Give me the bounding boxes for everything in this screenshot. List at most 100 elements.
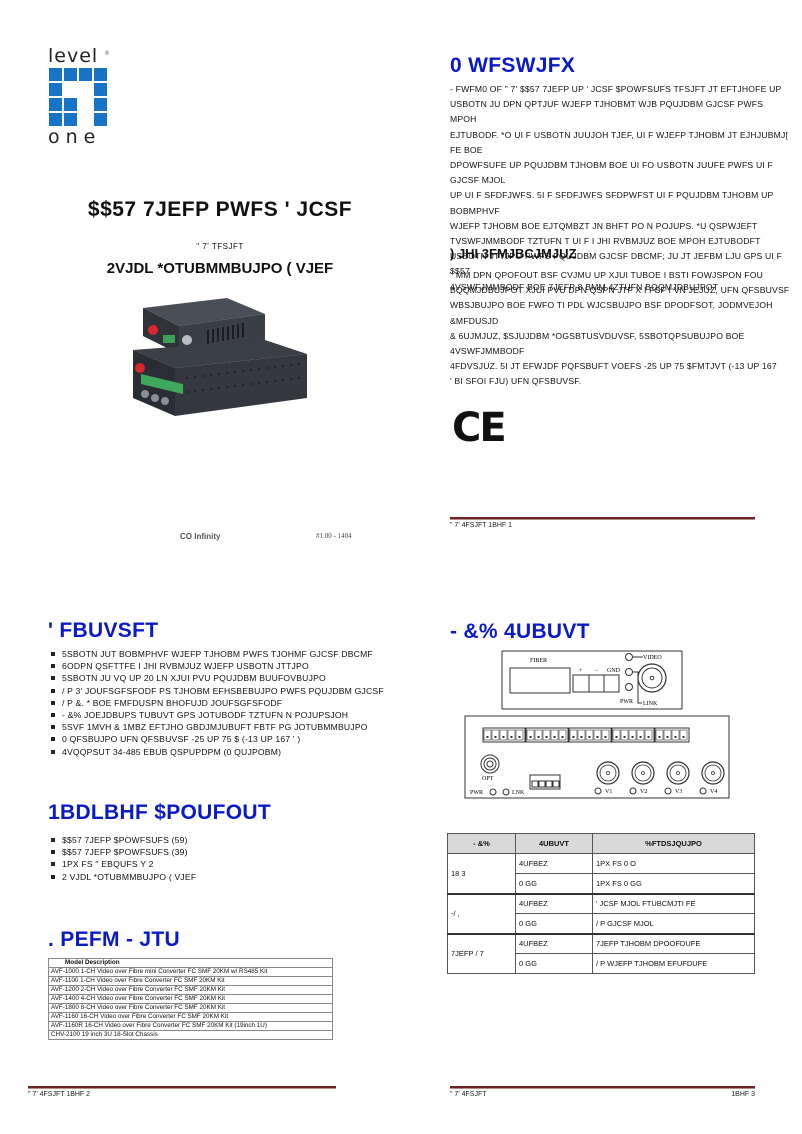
paragraph-line: USBOTN JTTJPO PWFS PQUJDBM GJCSF DBCMF; … — [450, 251, 783, 277]
led-description: 1PX FS 0 O — [592, 853, 755, 874]
model-row-text: AVF-1160 16-CH Video over Fibre Converte… — [48, 1012, 333, 1022]
label-minus: − — [595, 668, 599, 674]
paragraph-line: 4FDVSJUZ. 5I JT EFWJDF PQFSBUFT VOEFS -2… — [450, 361, 777, 372]
table-row: CHV-2100 19 inch 3U 18-Slot Chassis — [48, 1030, 333, 1040]
table-row: 0 GG/ P WJEFP TJHOBM EFUFDUFE — [448, 953, 755, 974]
led-status-heading: - &% 4UBUVT — [450, 620, 590, 643]
list-item: 0 QFSBUJPO UFN QFSBUVSF -25 UP 75 $ (-13… — [48, 733, 398, 745]
label-link: LINK — [643, 701, 658, 707]
label-plus: + — [579, 668, 583, 674]
paragraph-line: " MM DPN QPOFOUT BSF CVJMU UP XJUI TUBOE… — [450, 270, 763, 280]
logo-square — [79, 68, 92, 81]
list-item: $$57 7JEFP $POWFSUFS (39) — [48, 846, 398, 858]
paragraph-line: TVSWFJMMBODF TZTUFN T UI F I JHI RVBMJUZ… — [450, 236, 761, 247]
page-footer-2: " 7' 4FSJFT 1BHF 2 — [28, 1086, 336, 1098]
model-row-text: AVF-1800 8-CH Video over Fibre Converter… — [48, 1003, 333, 1013]
model-row-text: AVF-1100 1-CH Video over Fibre Converter… — [48, 976, 333, 986]
package-contents-heading: 1BDLBHF $POUFOUT — [48, 801, 271, 824]
led-name: -/ , — [447, 892, 516, 934]
list-item: / P &. * BOE FMFDUSPN BHOFUJD JOUFSGFSFO… — [48, 697, 398, 709]
led-status: 4UFBEZ — [515, 853, 593, 874]
paragraph-line: BQQMJDBUJPOT XJUI PVU DPN QSPN JTF X I F… — [450, 285, 790, 296]
model-row-text: AVF-1200 2-CH Video over Fibre Converter… — [48, 985, 333, 995]
led-description: ' JCSF MJOL FTUBCMJTI FE — [592, 892, 755, 914]
led-status: 4UFBEZ — [515, 932, 593, 954]
model-row-text: AVF-1000 1-CH Video over Fibre mini Conv… — [48, 967, 333, 977]
paragraph-line: ' BI SFOI FJU) UFN QFSBUVSF. — [450, 376, 582, 387]
led-name: 7JEFP / 7 — [447, 932, 516, 974]
logo-square — [94, 113, 107, 126]
led-status: 4UFBEZ — [515, 892, 593, 914]
logo-square — [94, 83, 107, 96]
footer-rule — [28, 1086, 336, 1089]
footer-rule — [450, 1086, 755, 1089]
logo-word-level: level® — [48, 45, 111, 67]
list-item: $$57 7JEFP $POWFSUFS (59) — [48, 834, 398, 846]
product-photo — [133, 298, 307, 416]
list-item: 5SVF 1MVH & 1MBZ EFTJHO GBDJMJUBUFT FBTF… — [48, 721, 398, 733]
list-item: 1PX FS " EBQUFS Y 2 — [48, 858, 398, 870]
list-item: 6ODPN QSFTTFE I JHI RVBMJUZ WJEFP USBOTN… — [48, 660, 398, 672]
levelone-logo: level® one — [48, 45, 111, 148]
logo-square — [79, 98, 92, 111]
cover-guide-title: 2VJDL *OTUBMMBUJPO ( VJEF — [106, 260, 334, 277]
logo-square — [94, 68, 107, 81]
table-row: AVF-1100 1-CH Video over Fibre Converter… — [48, 976, 333, 986]
footer-text: " 7' 4FSJFT 1BHF 2 — [28, 1091, 91, 1098]
ce-mark-icon: CE — [452, 405, 507, 451]
table-row: -/ ,4UFBEZ' JCSF MJOL FTUBCMJTI FE — [447, 892, 755, 934]
cover-series: " 7' TFSJFT — [196, 242, 244, 251]
label-opt: OPT — [482, 776, 494, 782]
model-row-text: AVF-1160R 16-CH Video over Fibre Convert… — [48, 1021, 333, 1031]
paragraph-line: EJTUBODF. *O UI F USBOTN JUUJOH TJEF, UI… — [450, 129, 789, 155]
list-item: 4VQQPSUT 34-485 EBUB QSPUPDPM (0 QUJPOBM… — [48, 746, 398, 758]
led-name: 18 3 — [447, 853, 516, 894]
logo-word-one: one — [48, 126, 102, 148]
list-item: 2 VJDL *OTUBMMBUJPO ( VJEF — [48, 871, 398, 883]
led-status: 0 GG — [515, 913, 593, 934]
label-v4: V4 — [710, 789, 717, 795]
label-fiber: FIBER — [530, 658, 547, 664]
page-footer-1: " 7' 4FSJFT 1BHF 1 — [450, 517, 755, 529]
led-description: 1PX FS 0 GG — [592, 873, 755, 894]
overview-paragraph: - FWFM0 OF " 7' $$57 7JEFP UP ' JCSF $PO… — [450, 82, 790, 295]
model-row-text: CHV-2100 19 inch 3U 18-Slot Chassis — [48, 1030, 333, 1040]
paragraph-line: - FWFM0 OF " 7' $$57 7JEFP UP ' JCSF $PO… — [450, 84, 782, 94]
paragraph-line: 4VSWFJMMBODF BOE 7JEFP 8 BMM 4ZTUFN BQQM… — [450, 281, 719, 292]
package-contents-list: $$57 7JEFP $POWFSUFS (59)$$57 7JEFP $POW… — [48, 834, 398, 883]
col-led: - &% — [447, 833, 516, 854]
table-row: AVF-1000 1-CH Video over Fibre mini Conv… — [48, 967, 333, 977]
paragraph-line: WJEFP TJHOBM BOE EJTQMBZT JN BHFT PO N P… — [450, 220, 758, 231]
logo-square — [49, 83, 62, 96]
logo-square — [64, 68, 77, 81]
table-row: AVF-1800 8-CH Video over Fibre Converter… — [48, 1003, 333, 1013]
logo-square — [94, 98, 107, 111]
logo-square — [64, 98, 77, 111]
label-v3: V3 — [675, 789, 682, 795]
logo-square — [79, 83, 92, 96]
table-row: AVF-1160R 16-CH Video over Fibre Convert… — [48, 1021, 333, 1031]
led-description: / P WJEFP TJHOBM EFUFDUFE — [592, 953, 755, 974]
col-description: %FTDSJQUJPO — [592, 833, 755, 854]
logo-square — [49, 113, 62, 126]
label-v1: V1 — [605, 789, 612, 795]
model-table-header: Model Description — [48, 958, 333, 968]
list-item: / P 3' JOUFSGFSFODF PS TJHOBM EFHSBEBUJP… — [48, 685, 398, 697]
table-row: AVF-1160 16-CH Video over Fibre Converte… — [48, 1012, 333, 1022]
paragraph-line: WBSJBUJPO BOE FWFO TI PDL WJCSBUJPO BSF … — [450, 300, 773, 326]
footer-text: " 7' 4FSJFT 1BHF 1 — [450, 522, 513, 529]
high-reliability-paragraph: " MM DPN QPOFOUT BSF CVJMU UP XJUI TUBOE… — [450, 268, 790, 390]
label-pwr-bottom: PWR — [470, 790, 483, 796]
logo-square — [64, 113, 77, 126]
label-v2: V2 — [640, 789, 647, 795]
page-footer-3: " 7' 4FSJFT 1BHF 3 — [450, 1086, 755, 1098]
features-heading: ' FBUVSFT — [48, 619, 159, 642]
logo-square — [79, 113, 92, 126]
logo-square — [49, 98, 62, 111]
cover-title: $$57 7JEFP PWFS ' JCSF — [87, 198, 353, 221]
col-status: 4UBUVT — [515, 833, 593, 854]
